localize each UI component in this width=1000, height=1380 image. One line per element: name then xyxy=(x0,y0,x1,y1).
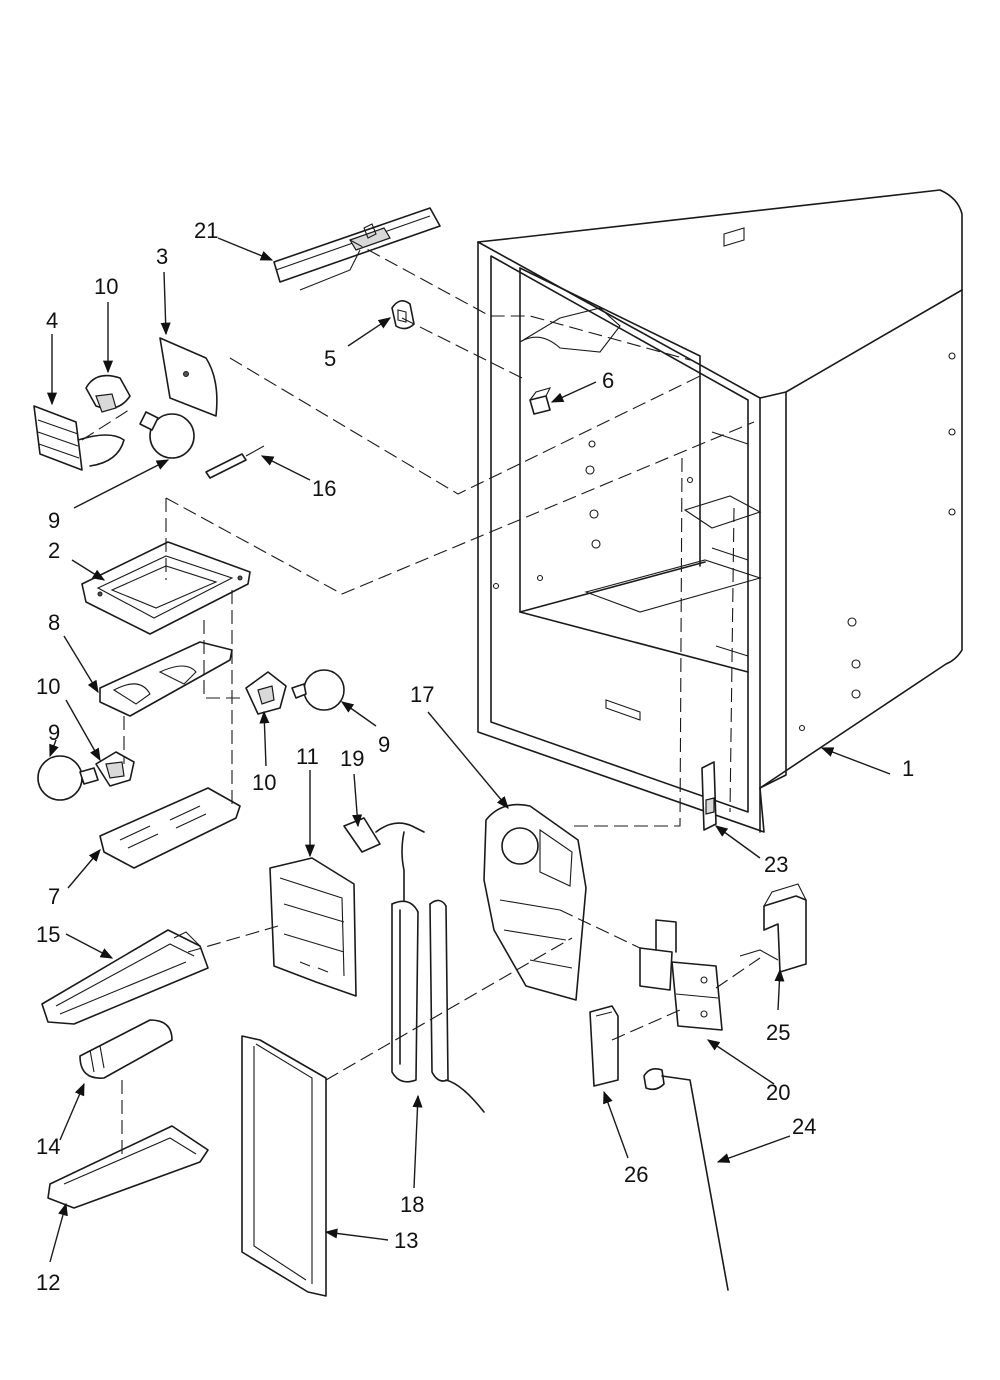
dispenser-mechanism-part xyxy=(483,803,587,1001)
callout-labels: 1 2 3 4 5 6 7 8 9 9 9 10 10 10 11 12 13 … xyxy=(36,218,914,1295)
callout-1: 1 xyxy=(902,756,914,781)
callout-17: 17 xyxy=(410,682,434,707)
liner-cabinet xyxy=(477,189,963,833)
callout-19: 19 xyxy=(340,746,364,771)
light-bulb-middle xyxy=(291,669,345,711)
callout-10-top: 10 xyxy=(94,274,118,299)
callout-14: 14 xyxy=(36,1134,60,1159)
callout-4: 4 xyxy=(46,308,58,333)
callout-9-lower: 9 xyxy=(48,720,60,745)
callout-7: 7 xyxy=(48,884,60,909)
callout-16: 16 xyxy=(312,476,336,501)
filter-cartridge-part xyxy=(79,1019,173,1079)
valve-bracket-part xyxy=(589,1005,619,1087)
callout-15: 15 xyxy=(36,922,60,947)
callout-leaders xyxy=(46,237,891,1263)
callout-9-top: 9 xyxy=(48,508,60,533)
light-cover-part xyxy=(99,787,241,869)
bracket-part xyxy=(269,857,357,997)
callout-25: 25 xyxy=(766,1020,790,1045)
fitting-part xyxy=(343,817,425,853)
liner-screw-holes xyxy=(492,352,956,732)
light-bulb-lower xyxy=(37,755,99,801)
callout-20: 20 xyxy=(766,1080,790,1105)
switch-part xyxy=(529,387,552,415)
light-socket-middle xyxy=(245,671,287,715)
callout-26: 26 xyxy=(624,1162,648,1187)
callout-12: 12 xyxy=(36,1270,60,1295)
callout-8: 8 xyxy=(48,610,60,635)
light-socket-lower xyxy=(95,751,135,787)
probe-part xyxy=(205,445,265,479)
light-lens-part xyxy=(99,641,233,717)
callout-23: 23 xyxy=(764,852,788,877)
callout-2: 2 xyxy=(48,538,60,563)
long-panel-part xyxy=(241,1035,327,1297)
socket-clip-part xyxy=(391,300,415,330)
heater-part xyxy=(391,831,485,1113)
valve-cover-part xyxy=(739,883,807,973)
callout-10-middle: 10 xyxy=(252,770,276,795)
harness-part xyxy=(33,405,125,471)
callout-10-lower: 10 xyxy=(36,674,60,699)
callout-13: 13 xyxy=(394,1228,418,1253)
callout-3: 3 xyxy=(156,244,168,269)
callout-6: 6 xyxy=(602,368,614,393)
callout-18: 18 xyxy=(400,1192,424,1217)
top-trim-part xyxy=(273,207,441,291)
filter-door-part xyxy=(47,1125,209,1209)
callout-9-middle: 9 xyxy=(378,732,390,757)
callout-11: 11 xyxy=(296,744,319,769)
water-tube-part xyxy=(643,1068,729,1291)
connector-part xyxy=(701,761,717,831)
assembly-dashed-lines xyxy=(81,239,761,1160)
light-bulb-top xyxy=(139,411,195,459)
callout-5: 5 xyxy=(324,346,336,371)
callout-21: 21 xyxy=(194,218,218,243)
light-housing-top xyxy=(81,541,251,635)
water-valve-part xyxy=(639,919,723,1031)
callout-24: 24 xyxy=(792,1114,816,1139)
filter-housing-part xyxy=(41,929,209,1025)
light-shield-part xyxy=(159,337,218,417)
light-socket-top xyxy=(85,374,131,413)
